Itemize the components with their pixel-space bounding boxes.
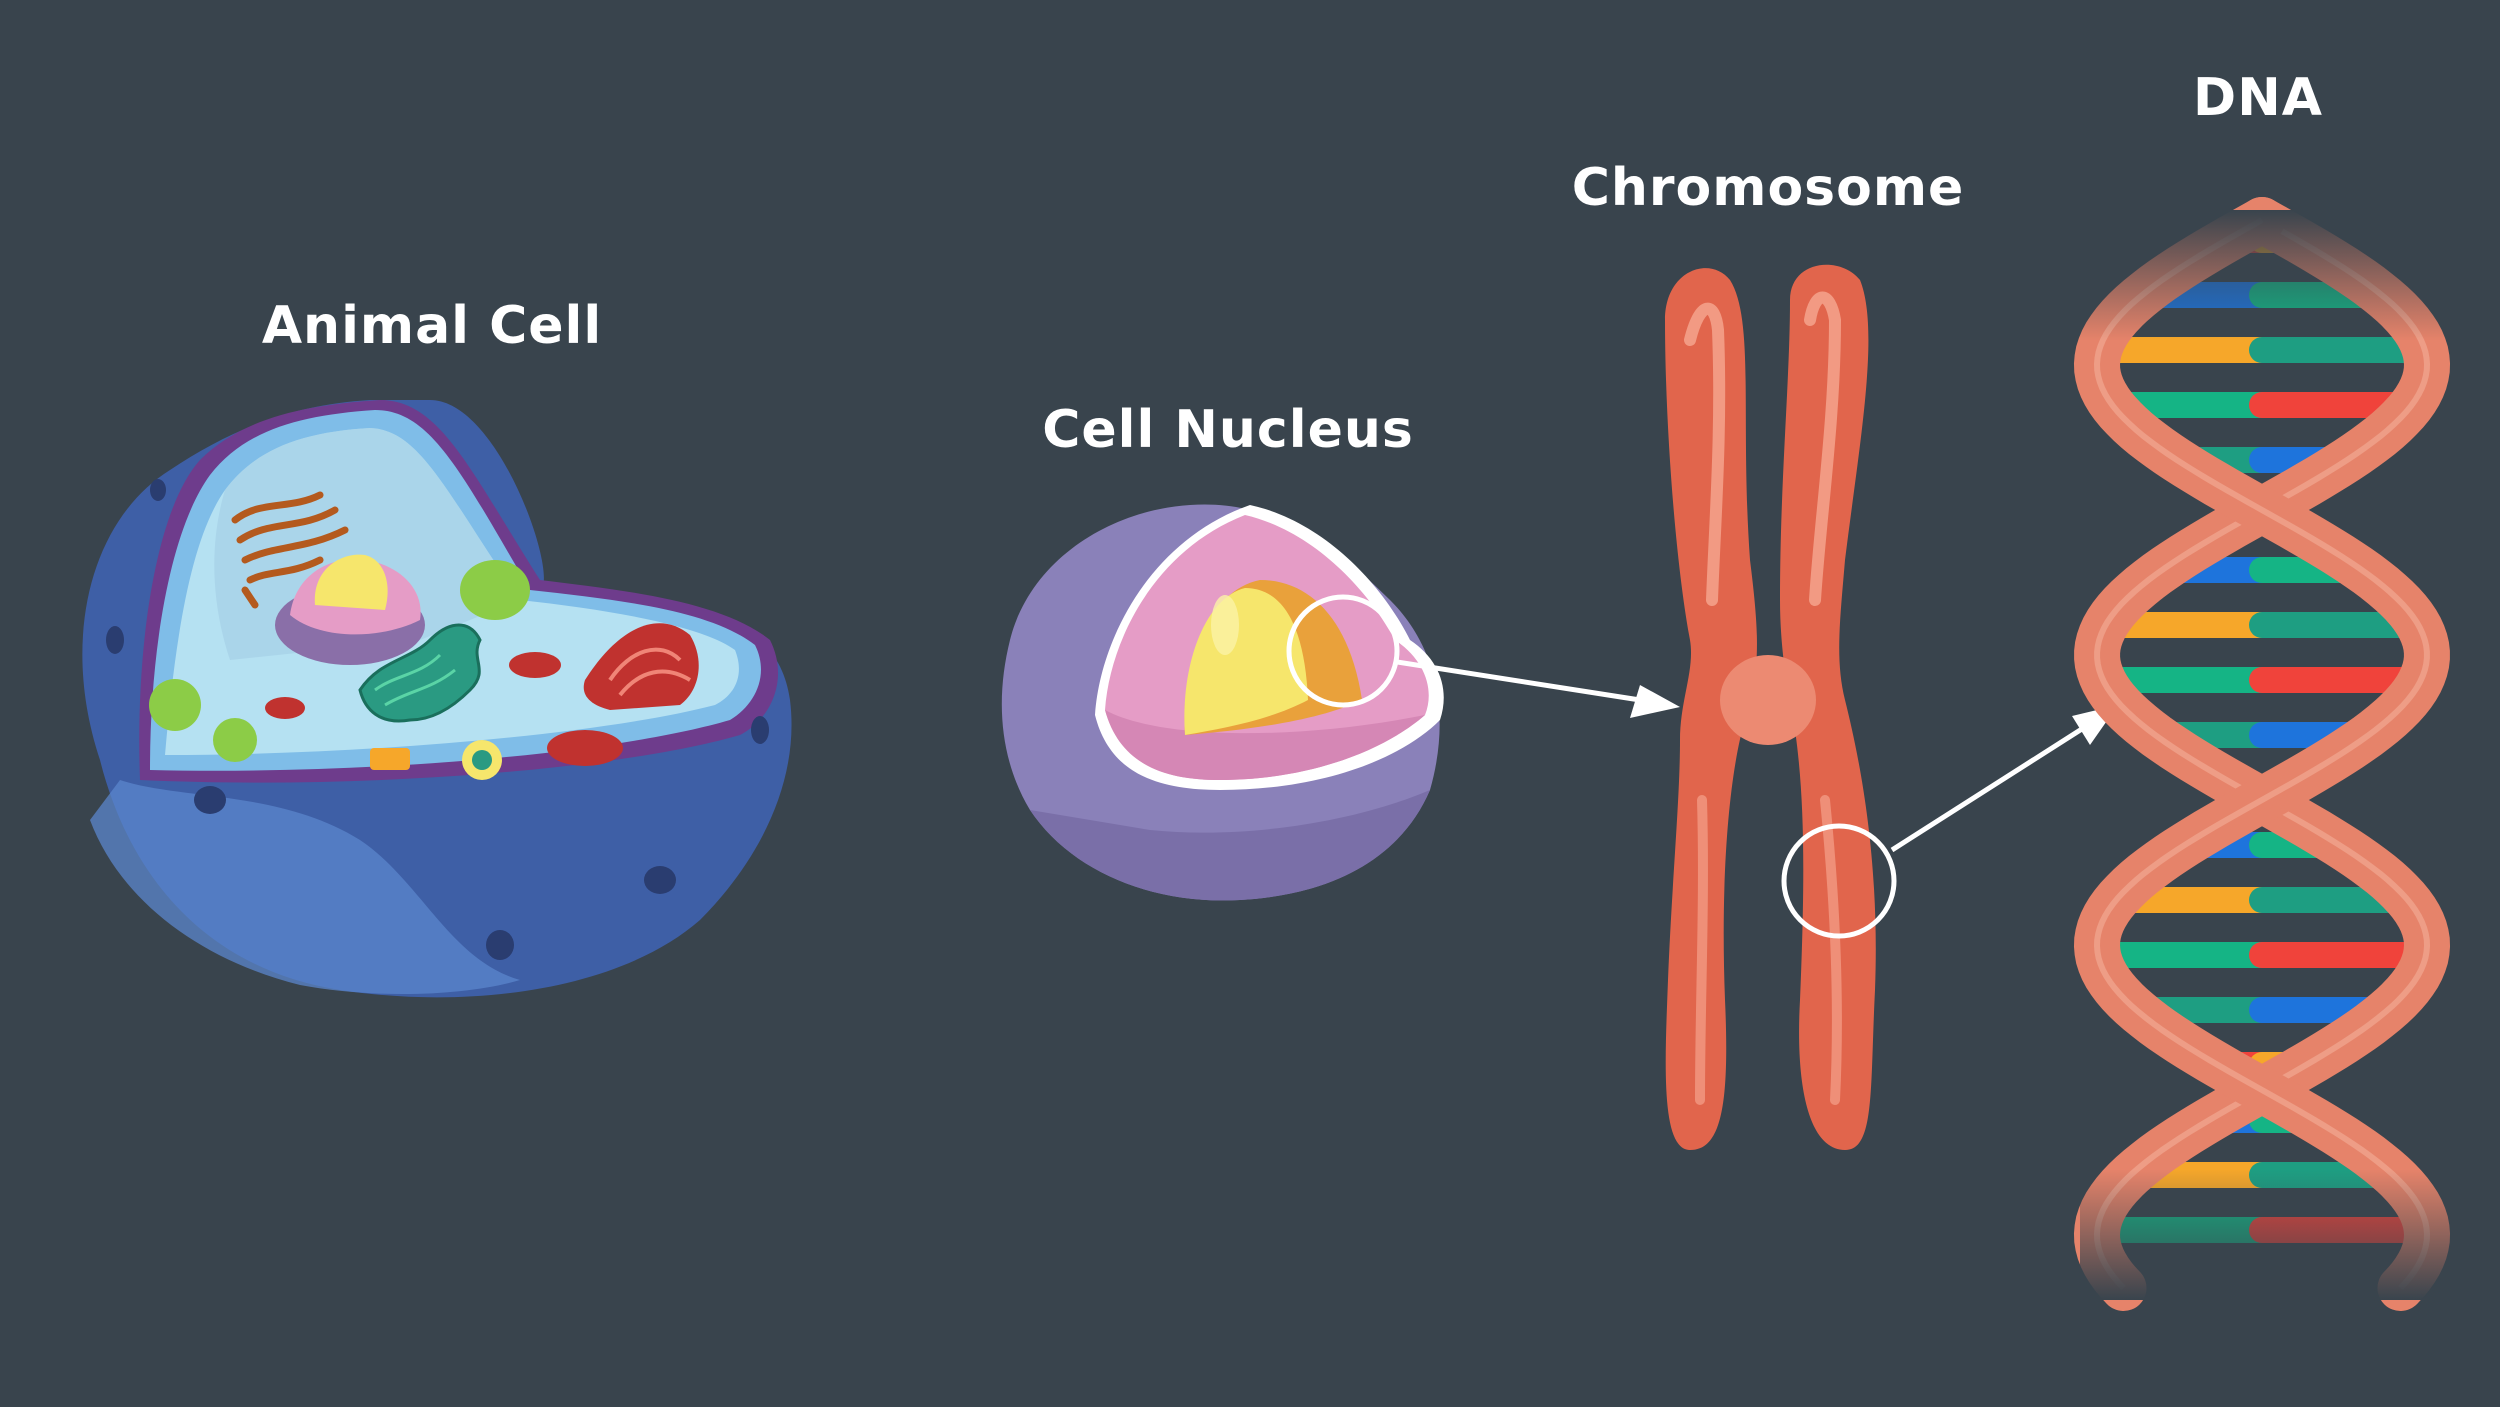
chromosome-label: Chromosome <box>1571 158 1965 218</box>
cell-nucleus-label: Cell Nucleus <box>1042 400 1414 460</box>
zoom-circle-chromosome <box>1781 823 1897 939</box>
chromosome-illustration <box>1665 264 1897 1150</box>
dna-label: DNA <box>2193 68 2323 128</box>
zoom-circle-nucleus <box>1286 594 1400 708</box>
animal-cell-illustration <box>82 400 792 998</box>
dna-illustration <box>2073 197 2460 1311</box>
animal-cell-label: Animal Cell <box>261 296 603 356</box>
cell-nucleus-illustration <box>1001 504 1444 901</box>
arrow-nucleus-to-chromosome <box>1396 659 1680 718</box>
